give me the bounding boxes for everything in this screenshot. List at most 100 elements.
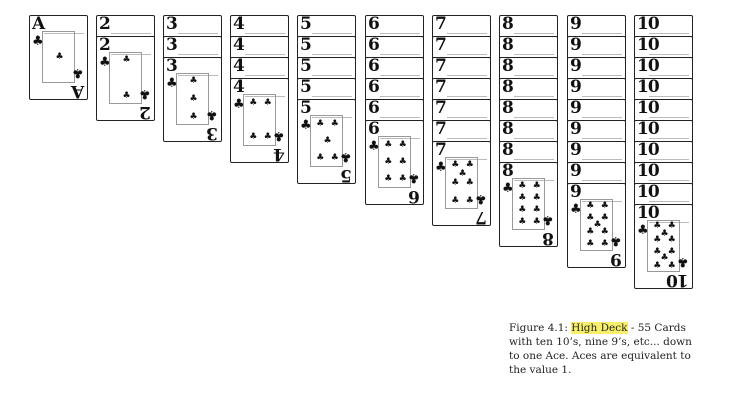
club-pip-icon: ♣ xyxy=(330,119,339,130)
card-rank: 3 xyxy=(166,36,178,55)
card-rank: 10 xyxy=(637,78,660,97)
card-rank: 5 xyxy=(300,78,312,97)
card-edge-line xyxy=(649,33,689,34)
club-pip-icon: ♣ xyxy=(653,247,662,258)
club-pip-icon: ♣ xyxy=(593,220,602,230)
club-pip-icon: ♣ xyxy=(586,200,595,211)
card-edge-line xyxy=(649,201,689,202)
club-suit-icon: ♣ xyxy=(677,254,689,269)
card-edge-line xyxy=(582,180,622,181)
card-edge-line xyxy=(514,159,554,160)
card-edge-line xyxy=(582,75,622,76)
card-edge-line xyxy=(111,33,151,34)
card-rank: 8 xyxy=(502,99,514,118)
playing-card: 2♣♣♣2♣ xyxy=(96,36,155,121)
card-rank: 8 xyxy=(502,120,514,139)
card-rank: 10 xyxy=(637,36,660,55)
card-edge-line xyxy=(514,117,554,118)
card-edge-line xyxy=(245,33,285,34)
card-rank-inverted: 7 xyxy=(476,207,487,226)
card-rank: 7 xyxy=(435,57,447,76)
club-pip-icon: ♣ xyxy=(451,178,460,188)
club-pip-icon: ♣ xyxy=(451,159,460,170)
club-suit-icon: ♣ xyxy=(32,34,44,49)
card-face-frame: ♣♣ xyxy=(109,52,142,104)
club-pip-icon: ♣ xyxy=(122,54,131,65)
club-pip-icon: ♣ xyxy=(465,196,474,207)
playing-card: 7♣♣♣♣♣♣♣♣7♣ xyxy=(432,141,491,226)
club-suit-icon: ♣ xyxy=(273,128,285,143)
card-rank: 9 xyxy=(570,78,582,97)
club-pip-icon: ♣ xyxy=(532,205,541,216)
club-pip-icon: ♣ xyxy=(667,221,676,232)
card-rank: 8 xyxy=(502,162,514,181)
card-rank: 6 xyxy=(368,15,380,34)
club-pip-icon: ♣ xyxy=(465,159,474,170)
club-pip-icon: ♣ xyxy=(600,239,609,250)
club-suit-icon: ♣ xyxy=(99,55,111,70)
card-edge-line xyxy=(649,222,689,223)
club-suit-icon: ♣ xyxy=(139,86,151,101)
card-face-frame: ♣♣♣♣ xyxy=(243,94,276,146)
club-pip-icon: ♣ xyxy=(451,196,460,207)
playing-card: 8♣♣♣♣♣♣♣♣♣8♣ xyxy=(499,162,558,247)
club-pip-icon: ♣ xyxy=(653,221,662,232)
card-rank: 7 xyxy=(435,36,447,55)
card-edge-line xyxy=(649,54,689,55)
card-rank: 2 xyxy=(99,36,111,55)
club-suit-icon: ♣ xyxy=(340,149,352,164)
card-face-frame: ♣ xyxy=(42,31,75,83)
card-edge-line xyxy=(111,54,151,55)
card-rank: 6 xyxy=(368,36,380,55)
club-pip-icon: ♣ xyxy=(660,252,669,263)
club-suit-icon: ♣ xyxy=(435,160,447,175)
club-pip-icon: ♣ xyxy=(653,260,662,271)
club-pip-icon: ♣ xyxy=(384,157,393,167)
card-edge-line xyxy=(582,138,622,139)
card-rank-inverted: 2 xyxy=(140,102,151,121)
card-face-frame: ♣♣♣ xyxy=(176,73,209,125)
card-edge-line xyxy=(380,75,420,76)
club-suit-icon: ♣ xyxy=(72,65,84,80)
card-edge-line xyxy=(514,96,554,97)
club-pip-icon: ♣ xyxy=(518,192,527,203)
caption-text: - 55 Cards with ten 10’s, nine 9’s, etc.… xyxy=(509,322,692,376)
card-rank: 4 xyxy=(233,78,245,97)
club-pip-icon: ♣ xyxy=(660,229,669,240)
card-edge-line xyxy=(582,54,622,55)
card-rank: 9 xyxy=(570,15,582,34)
card-face-frame: ♣♣♣♣♣ xyxy=(310,115,343,167)
playing-card: 9♣♣♣♣♣♣♣♣♣♣9♣ xyxy=(567,183,626,268)
playing-card: 10♣♣♣♣♣♣♣♣♣♣♣10♣ xyxy=(634,204,693,289)
card-rank-inverted: 3 xyxy=(207,123,218,142)
club-pip-icon: ♣ xyxy=(398,157,407,167)
club-pip-icon: ♣ xyxy=(465,178,474,188)
club-suit-icon: ♣ xyxy=(233,97,245,112)
club-pip-icon: ♣ xyxy=(122,91,131,102)
club-pip-icon: ♣ xyxy=(398,173,407,184)
club-suit-icon: ♣ xyxy=(502,181,514,196)
card-edge-line xyxy=(447,96,487,97)
card-rank-inverted: 8 xyxy=(543,228,554,247)
card-edge-line xyxy=(649,96,689,97)
card-rank: 5 xyxy=(300,36,312,55)
card-rank: 6 xyxy=(368,99,380,118)
club-suit-icon: ♣ xyxy=(408,170,420,185)
club-pip-icon: ♣ xyxy=(316,119,325,130)
card-rank: 4 xyxy=(233,36,245,55)
card-rank: 10 xyxy=(637,183,660,202)
card-edge-line xyxy=(312,117,352,118)
club-pip-icon: ♣ xyxy=(586,213,595,224)
card-rank: 10 xyxy=(637,99,660,118)
club-suit-icon: ♣ xyxy=(475,191,487,206)
card-rank-inverted: 9 xyxy=(611,249,622,268)
playing-card: 4♣♣♣♣♣4♣ xyxy=(230,78,289,163)
club-suit-icon: ♣ xyxy=(300,118,312,133)
club-pip-icon: ♣ xyxy=(316,152,325,163)
card-rank-inverted: A xyxy=(71,81,84,100)
card-edge-line xyxy=(514,75,554,76)
card-edge-line xyxy=(380,33,420,34)
card-rank: 9 xyxy=(570,120,582,139)
club-pip-icon: ♣ xyxy=(330,152,339,163)
